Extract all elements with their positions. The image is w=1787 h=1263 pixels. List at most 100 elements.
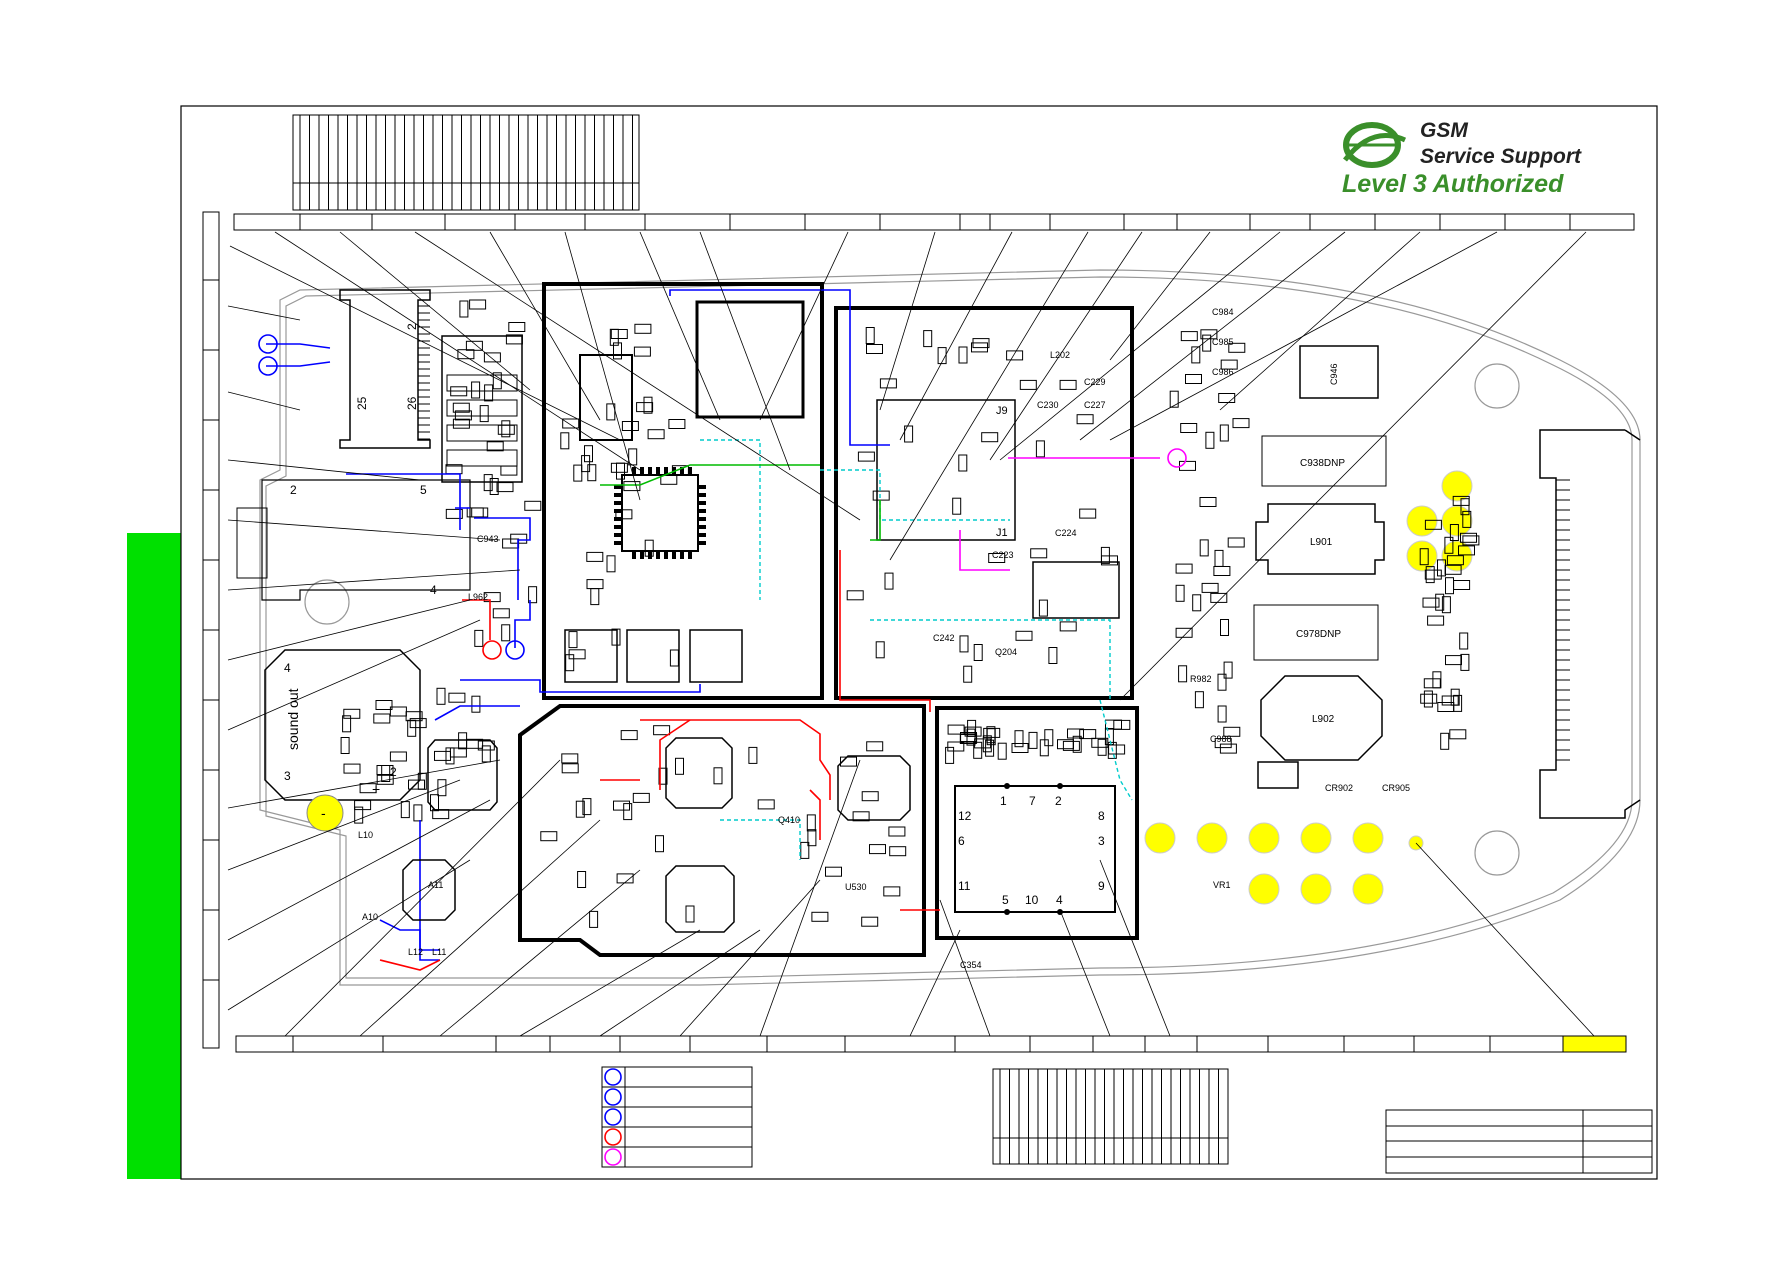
bat-pin-2: 2 <box>290 483 297 497</box>
smd-part <box>1039 739 1049 757</box>
legend-swatch <box>604 1148 622 1166</box>
smd-part <box>437 779 447 797</box>
smd-part <box>489 478 499 495</box>
smd-part <box>668 419 686 429</box>
smd-part <box>963 665 973 683</box>
label-C986: C986 <box>1212 367 1234 377</box>
connector-pin-2: 2 <box>405 323 419 330</box>
label-J1: J1 <box>996 527 1008 539</box>
traces-red <box>379 550 940 971</box>
smd-part <box>658 767 668 785</box>
label-C938DNP: C938DNP <box>1300 458 1345 469</box>
shield-can-bottom <box>518 704 926 957</box>
smd-part <box>1227 537 1245 548</box>
smd-part <box>1011 743 1029 753</box>
smd-part <box>458 732 468 750</box>
gsm-logo: GSM Service Support Level 3 Authorized <box>1342 119 1582 198</box>
logo-line1: GSM <box>1420 119 1468 142</box>
leader-line <box>699 231 791 471</box>
smd-part <box>375 700 393 710</box>
smd-part <box>1105 719 1122 730</box>
smd-part <box>660 474 678 485</box>
logo-line3: Level 3 Authorized <box>1342 170 1564 198</box>
smd-part <box>1180 331 1198 342</box>
label-Q204: Q204 <box>995 647 1017 657</box>
smd-part <box>945 746 955 764</box>
smd-part <box>471 381 481 399</box>
ic-pin <box>656 551 660 559</box>
smd-part <box>409 718 427 729</box>
smd-part <box>875 641 885 659</box>
test-pad <box>1300 822 1332 854</box>
testpoint-blue-1 <box>258 334 278 354</box>
module-pin-5: 5 <box>1002 893 1009 907</box>
ic-pin <box>698 517 706 521</box>
module-pin-12: 12 <box>958 809 972 823</box>
ic-memory <box>579 354 633 441</box>
smd-part <box>505 334 523 345</box>
test-pad <box>1406 505 1438 537</box>
leader-line <box>274 231 641 471</box>
smd-part <box>1178 665 1188 683</box>
module-pin-3: 3 <box>1098 834 1105 848</box>
smd-part <box>1441 596 1451 614</box>
board-outline <box>259 269 1641 986</box>
smd-part <box>1459 632 1469 650</box>
smd-part <box>1449 729 1467 740</box>
leader-line <box>1099 859 1171 1037</box>
shield-can-left <box>542 282 824 700</box>
smd-part <box>565 654 575 672</box>
smd-part <box>584 445 593 463</box>
power-blocks <box>564 561 1299 789</box>
smd-part <box>389 706 407 717</box>
smd-part <box>459 300 469 318</box>
testpoint-blue-2 <box>258 356 278 376</box>
ic-pin <box>664 551 668 559</box>
test-pad <box>1406 540 1438 572</box>
smd-part <box>1019 379 1037 390</box>
card-fin <box>446 449 518 467</box>
smd-part <box>471 695 481 713</box>
smd-part <box>1445 655 1462 666</box>
label-L902: L902 <box>1312 714 1335 725</box>
smd-part <box>1059 621 1077 632</box>
smd-part <box>343 708 361 719</box>
module-pin-1: 1 <box>1000 794 1007 808</box>
label-C943: C943 <box>477 534 499 544</box>
ic-pin <box>698 485 706 489</box>
smd-part <box>1192 594 1202 612</box>
label-L962: L962 <box>468 592 488 602</box>
testpoint-magenta-1 <box>1167 448 1187 468</box>
smd-part <box>623 481 641 492</box>
smd-part <box>562 418 580 429</box>
smd-part <box>448 692 466 703</box>
smd-part <box>1453 580 1471 590</box>
smd-part <box>1460 498 1470 516</box>
label-C354: C354 <box>960 960 982 970</box>
label-R982: R982 <box>1190 674 1212 684</box>
smd-part <box>1062 740 1080 751</box>
smd-part <box>609 328 619 346</box>
smd-part <box>613 800 630 811</box>
test-points <box>258 334 1187 660</box>
smd-part <box>807 829 817 847</box>
test-pad <box>1300 873 1332 905</box>
smd-part <box>1091 737 1109 748</box>
leader-line <box>229 245 621 441</box>
smd-part <box>713 767 723 785</box>
smd-part <box>986 728 996 746</box>
label-C227: C227 <box>1084 400 1106 410</box>
leader-line <box>227 391 301 411</box>
smd-part <box>342 715 352 733</box>
label-C223: C223 <box>992 550 1014 560</box>
smd-part <box>611 628 621 646</box>
smd-part <box>1175 627 1193 638</box>
ic-pin <box>656 467 660 475</box>
smd-part <box>465 340 483 351</box>
test-pad <box>1352 822 1384 854</box>
smd-part <box>573 464 583 482</box>
smd-part <box>644 539 654 557</box>
smd-part <box>1202 334 1212 352</box>
smd-part <box>757 799 775 810</box>
smd-part <box>452 402 470 413</box>
